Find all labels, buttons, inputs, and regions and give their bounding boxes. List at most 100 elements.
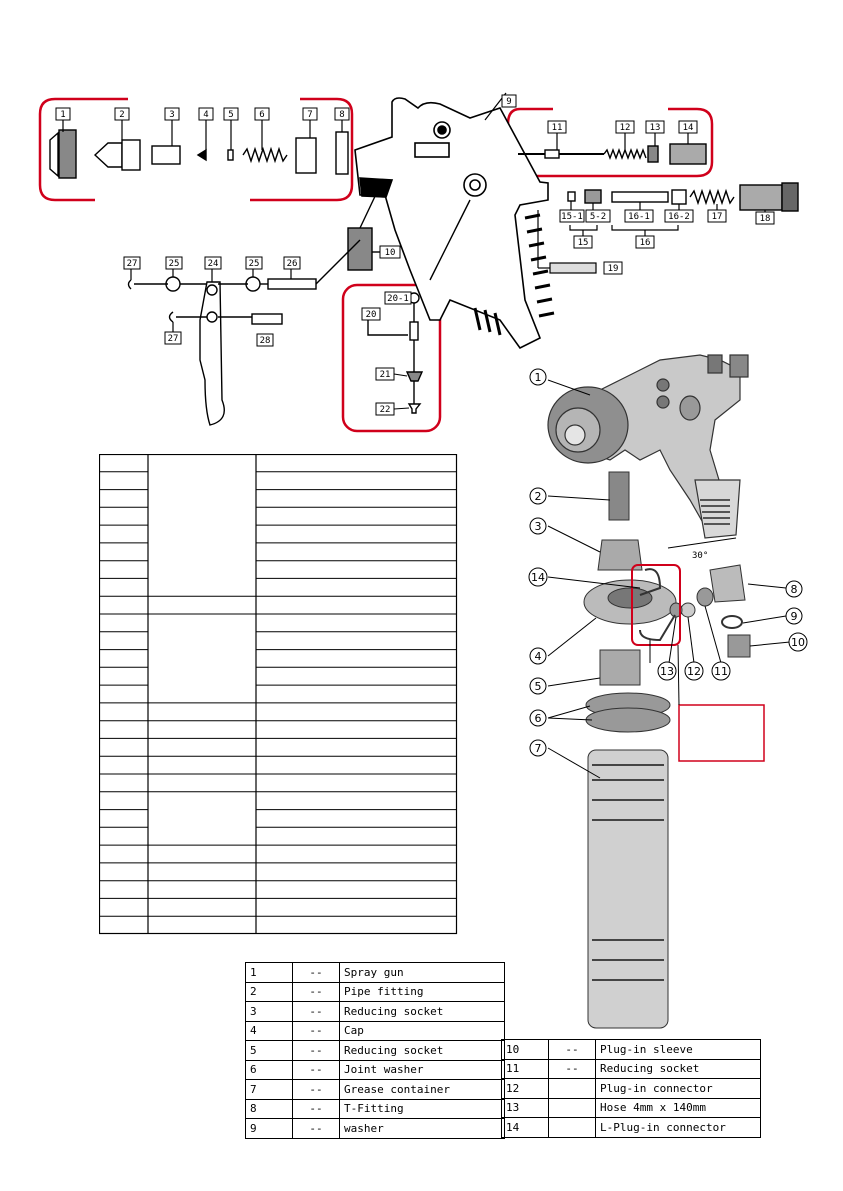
parts-dash-cell: -- [292,1059,340,1080]
parts-dash-cell: -- [292,1040,340,1061]
callout-16-1: 16-1 [624,209,654,223]
svg-text:9: 9 [791,610,798,623]
assembly-diagram: 30° 1 2 3 14 4 5 6 7 8 9 10 11 12 13 [528,354,808,1029]
parts-name-cell: Grease container [339,1079,505,1100]
parts-name-cell: Cap [339,1020,505,1041]
svg-text:22: 22 [380,405,391,415]
empty-parts-table [99,454,458,935]
svg-text:12: 12 [687,665,701,678]
parts-num-cell: 14 [501,1117,549,1138]
pipe-fitting [608,471,630,521]
callout-15: 15 [573,235,593,249]
circle-callout-10: 10 [788,632,808,652]
highlight-connector [631,564,681,646]
trigger-components [127,239,361,426]
svg-text:17: 17 [712,212,723,222]
circle-callout-2: 2 [529,487,547,505]
svg-text:8: 8 [339,110,344,120]
highlight-frame-valve [341,283,442,433]
callout-21: 21 [375,367,395,381]
parts-name-cell: L-Plug-in connector [595,1117,761,1138]
svg-text:16: 16 [640,238,651,248]
parts-num-cell: 4 [245,1020,293,1041]
parts-row: 4--Cap [245,1020,505,1041]
svg-text:16-2: 16-2 [668,212,690,222]
svg-text:4: 4 [535,650,542,663]
svg-text:20: 20 [366,310,377,320]
gun-body [354,97,549,350]
needle-components [518,143,707,165]
circle-callout-13: 13 [657,661,677,681]
svg-text:3: 3 [169,110,174,120]
svg-text:6: 6 [535,712,542,725]
svg-text:3: 3 [535,520,542,533]
parts-dash-cell: -- [292,981,340,1002]
svg-text:18: 18 [760,214,771,224]
parts-num-cell: 7 [245,1079,293,1100]
svg-text:16-1: 16-1 [628,212,650,222]
parts-dash-cell: -- [292,1098,340,1119]
highlight-note-box [678,704,765,762]
svg-text:6: 6 [259,110,264,120]
parts-dash-cell: -- [548,1058,596,1079]
circle-callout-11: 11 [711,661,731,681]
parts-dash-cell: -- [292,1001,340,1022]
parts-row: 11--Reducing socket [501,1058,761,1079]
svg-text:5-2: 5-2 [590,212,606,222]
circle-callout-1: 1 [529,368,547,386]
parts-name-cell: Plug-in sleeve [595,1039,761,1060]
svg-text:20-1: 20-1 [387,294,409,304]
svg-text:24: 24 [208,259,219,269]
svg-text:5: 5 [535,680,542,693]
parts-row: 9--washer [245,1118,505,1139]
svg-text:15-1: 15-1 [561,212,583,222]
svg-text:15: 15 [578,238,589,248]
parts-name-cell: Hose 4mm x 140mm [595,1097,761,1118]
svg-text:4: 4 [203,110,208,120]
parts-row: 7--Grease container [245,1079,505,1100]
callout-16: 16 [635,235,655,249]
svg-text:9: 9 [506,97,511,107]
parts-num-cell: 10 [501,1039,549,1060]
parts-dash-cell [548,1117,596,1138]
parts-name-cell: Reducing socket [339,1001,505,1022]
svg-text:27: 27 [127,259,138,269]
parts-num-cell: 9 [245,1118,293,1139]
callout-20-1: 20-1 [384,291,412,305]
parts-dash-cell [548,1097,596,1118]
reducing-socket-5 [599,649,641,686]
parts-row: 1--Spray gun [245,962,505,983]
svg-text:14: 14 [531,571,545,584]
callout-4: 4 [198,107,214,121]
callout-18: 18 [755,211,775,225]
parts-dash-cell: -- [292,1020,340,1041]
callout-11: 11 [547,120,567,134]
parts-name-cell: Plug-in connector [595,1078,761,1099]
parts-dash-cell: -- [292,1118,340,1139]
parts-num-cell: 13 [501,1097,549,1118]
parts-name-cell: Reducing socket [595,1058,761,1079]
callout-25b: 25 [245,256,263,270]
callout-5: 5 [223,107,239,121]
nozzle-components [49,129,349,179]
svg-text:25: 25 [169,259,180,269]
parts-row: 10--Plug-in sleeve [501,1039,761,1060]
parts-name-cell: Spray gun [339,962,505,983]
callout-22: 22 [375,402,395,416]
parts-dash-cell: -- [548,1039,596,1060]
svg-text:26: 26 [287,259,298,269]
parts-num-cell: 8 [245,1098,293,1119]
svg-text:14: 14 [683,123,694,133]
spray-gun-illustration [547,354,749,539]
callout-9: 9 [501,94,517,108]
highlight-frame-nozzle [38,97,354,202]
circle-callout-3: 3 [529,517,547,535]
callout-labels: 1 2 3 4 5 6 7 8 9 10 11 12 13 14 15-1 5-… [55,94,775,416]
svg-text:13: 13 [660,665,674,678]
svg-text:12: 12 [620,123,631,133]
callout-7: 7 [302,107,318,121]
svg-text:10: 10 [385,248,396,258]
parts-row: 6--Joint washer [245,1059,505,1080]
